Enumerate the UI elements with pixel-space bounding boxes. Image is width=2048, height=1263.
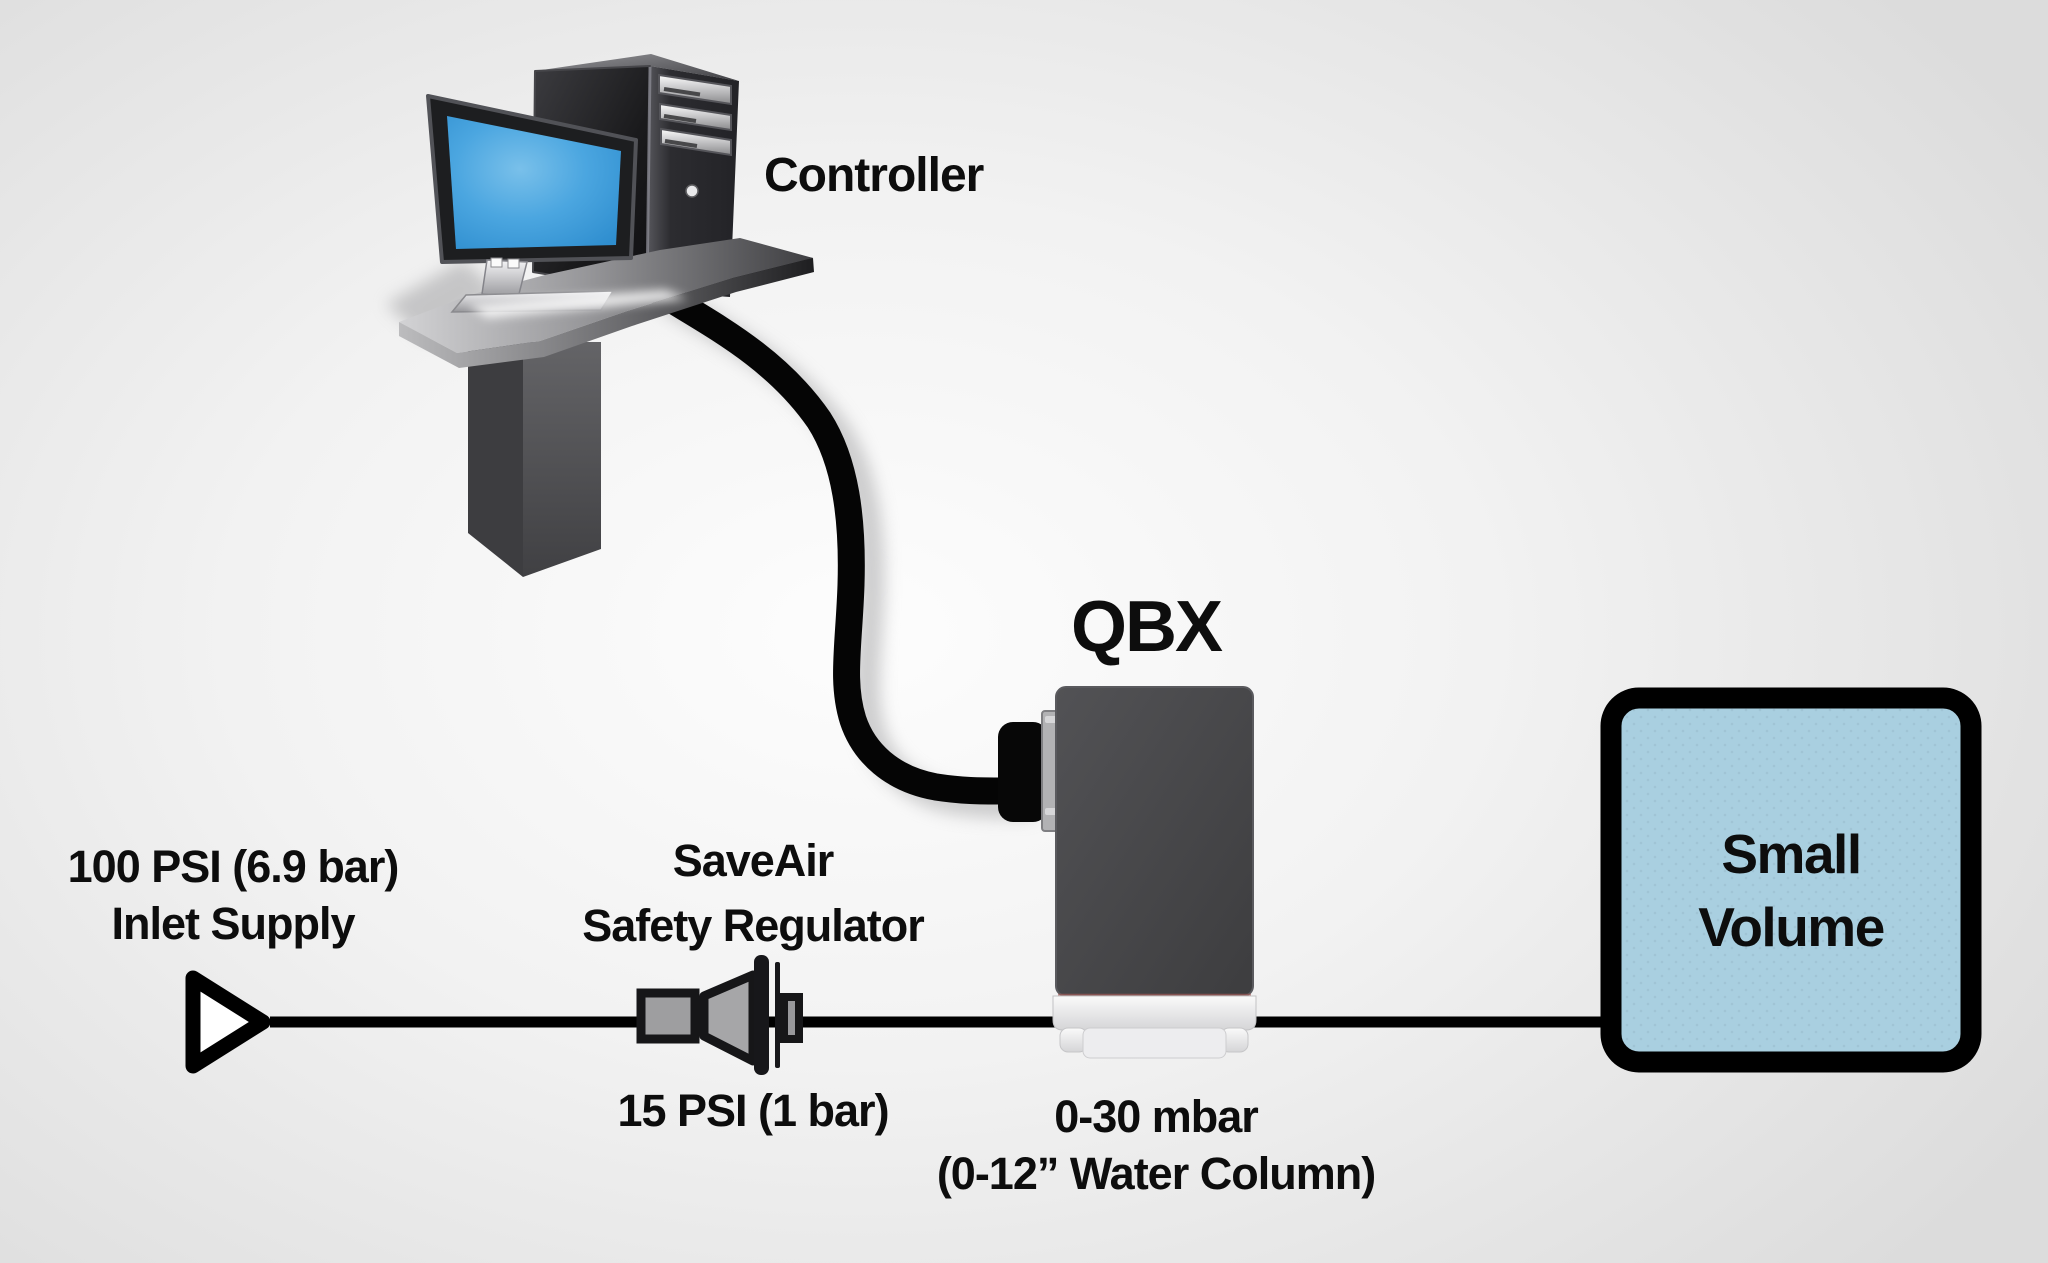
qbx-output-label: 0-30 mbar (0-12” Water Column) (936, 1088, 1376, 1202)
power-button-icon (685, 184, 699, 198)
small-volume-line2: Volume (1698, 896, 1885, 958)
qbx-label: QBX (1070, 587, 1223, 667)
regulator-output-label: 15 PSI (1 bar) (617, 1085, 889, 1136)
drive-bay (658, 73, 732, 106)
drive-bay (660, 127, 732, 157)
small-volume-label: Small Volume (1698, 818, 1885, 964)
inlet-supply-label: 100 PSI (6.9 bar) Inlet Supply (67, 838, 400, 952)
qbx-output-line1: 0-30 mbar (1054, 1091, 1259, 1142)
qbx-output-line2: (0-12” Water Column) (936, 1148, 1376, 1199)
inlet-supply-line2: Inlet Supply (111, 898, 355, 949)
monitor-screen (447, 116, 621, 249)
controller-label: Controller (764, 149, 984, 202)
regulator-label: SaveAir Safety Regulator (582, 828, 925, 958)
desk-pedestal (468, 342, 601, 577)
drive-bay (659, 102, 732, 132)
qbx-base (1052, 995, 1257, 1031)
regulator-line2: Safety Regulator (582, 900, 925, 951)
inlet-arrow-icon (185, 970, 271, 1074)
inlet-supply-line1: 100 PSI (6.9 bar) (67, 841, 400, 892)
safety-regulator-icon (636, 955, 803, 1075)
data-cable (636, 272, 1020, 805)
desk-highlight (468, 290, 688, 318)
small-volume-line1: Small (1721, 823, 1862, 885)
regulator-line1: SaveAir (672, 835, 835, 886)
small-volume-box (1600, 687, 1982, 1073)
monitor-icon (426, 94, 688, 318)
qbx-device (998, 686, 1257, 1059)
qbx-body (1055, 686, 1254, 997)
cable-plug (998, 722, 1048, 822)
